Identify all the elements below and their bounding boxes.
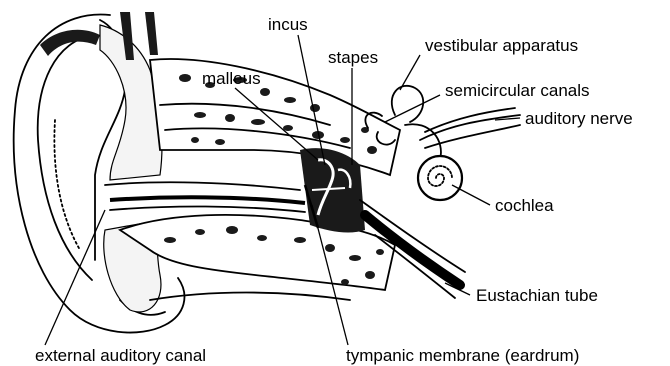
label-stapes: stapes <box>328 48 378 67</box>
cochlea-leader <box>452 185 490 205</box>
label-eustachian-tube: Eustachian tube <box>476 286 598 305</box>
label-auditory-nerve: auditory nerve <box>525 109 633 128</box>
ear-illustration <box>14 12 520 333</box>
label-external-auditory-canal: external auditory canal <box>35 346 206 365</box>
canal-leader <box>45 210 105 345</box>
label-malleus: malleus <box>202 69 261 88</box>
ear-canal <box>105 182 305 212</box>
label-cochlea: cochlea <box>495 196 554 215</box>
label-semicircular-canals: semicircular canals <box>445 81 590 100</box>
label-incus: incus <box>268 15 308 34</box>
label-vestibular-apparatus: vestibular apparatus <box>425 36 578 55</box>
temporal-bone <box>120 12 400 175</box>
vestibular-leader <box>400 55 420 90</box>
label-tympanic-membrane: tympanic membrane (eardrum) <box>346 346 579 365</box>
